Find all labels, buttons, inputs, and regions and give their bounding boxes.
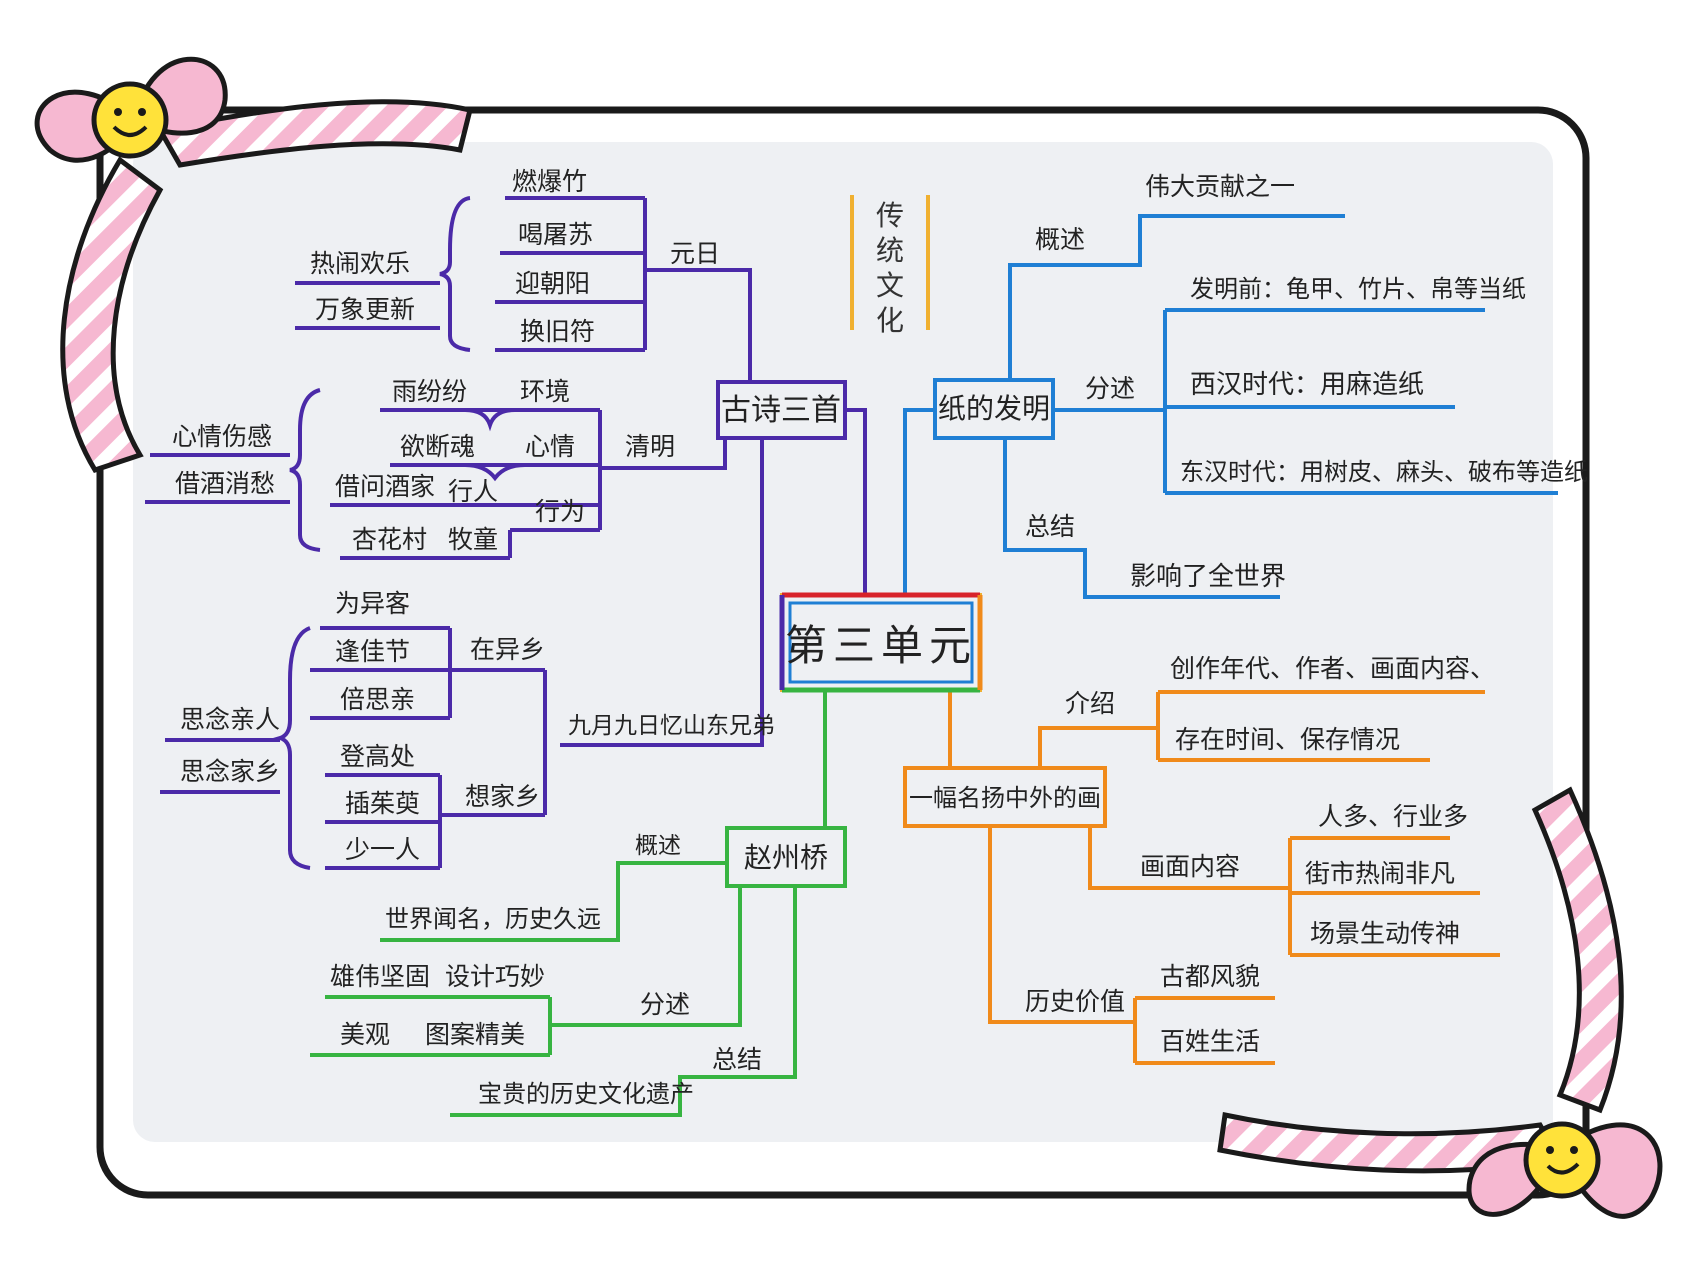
bridge-detail-item: 图案精美	[425, 1020, 525, 1049]
yuanri-feeling: 热闹欢乐	[310, 249, 410, 278]
painting-content-item: 人多、行业多	[1318, 802, 1468, 831]
paper-overview-text: 伟大贡献之一	[1145, 172, 1295, 201]
jiuyue-label: 九月九日忆山东兄弟	[568, 713, 775, 739]
bridge-detail-label: 分述	[640, 990, 690, 1019]
yuanri-item: 喝屠苏	[518, 220, 593, 249]
qingming-item: 雨纷纷	[392, 377, 467, 406]
paper-summary-label: 总结	[1025, 512, 1075, 541]
jiuyue-item: 为异客	[335, 589, 410, 618]
jiuyue-sub: 在异乡	[470, 635, 545, 664]
paper-label: 纸的发明	[938, 392, 1050, 425]
yuanri-feeling: 万象更新	[315, 295, 415, 324]
side-title-char: 传	[876, 199, 904, 232]
painting-intro-item: 存在时间、保存情况	[1175, 725, 1400, 754]
side-title-char: 化	[876, 304, 904, 337]
paper-summary-text: 影响了全世界	[1130, 562, 1286, 592]
painting-texts: 一幅名扬中外的画 介绍 创作年代、作者、画面内容、 存在时间、保存情况 画面内容…	[909, 654, 1495, 1056]
painting-intro-item: 创作年代、作者、画面内容、	[1170, 654, 1495, 683]
qingming-sub: 环境	[520, 377, 570, 406]
bridge-overview-label: 概述	[635, 833, 681, 859]
paper-detail-item: 东汉时代：用树皮、麻头、破布等造纸	[1180, 458, 1588, 486]
jiuyue-feeling: 思念家乡	[180, 757, 280, 786]
smiley-icon	[91, 81, 169, 159]
qingming-item: 借问酒家	[335, 472, 435, 501]
side-title-char: 统	[876, 234, 904, 267]
jiuyue-feeling: 思念亲人	[180, 705, 280, 734]
jiuyue-sub: 想家乡	[465, 782, 540, 811]
poems-label: 古诗三首	[721, 393, 841, 428]
side-title: 传 统 文 化	[850, 195, 930, 337]
qingming-label: 清明	[625, 432, 675, 461]
branch-poems	[145, 196, 867, 870]
jiuyue-item: 少一人	[345, 835, 420, 864]
bridge-summary-text: 宝贵的历史文化遗产	[478, 1080, 694, 1108]
qingming-item: 欲断魂	[400, 432, 475, 461]
paper-detail-item: 西汉时代：用麻造纸	[1190, 370, 1424, 400]
painting-value-item: 古都风貌	[1160, 962, 1260, 991]
painting-value-item: 百姓生活	[1160, 1027, 1260, 1056]
jiuyue-item: 登高处	[340, 742, 415, 771]
top-left-bow	[34, 56, 474, 474]
branch-paper	[903, 214, 1558, 599]
painting-content-label: 画面内容	[1140, 852, 1240, 881]
painting-label: 一幅名扬中外的画	[909, 784, 1101, 812]
bridge-overview-text: 世界闻名，历史久远	[385, 905, 601, 933]
jiuyue-item: 插茱萸	[345, 789, 420, 818]
painting-value-label: 历史价值	[1025, 987, 1125, 1016]
bottom-right-bow	[1217, 786, 1663, 1219]
paper-detail-item: 发明前：龟甲、竹片、帛等当纸	[1190, 275, 1526, 303]
bridge-detail-item: 美观	[340, 1020, 390, 1049]
qingming-item: 牧童	[448, 525, 498, 554]
bridge-label: 赵州桥	[744, 841, 828, 874]
paper-overview-label: 概述	[1035, 225, 1085, 254]
paper-sheet	[133, 142, 1553, 1142]
bridge-summary-label: 总结	[712, 1045, 762, 1074]
yuanri-label: 元日	[670, 239, 720, 268]
yuanri-item: 迎朝阳	[515, 269, 590, 298]
qingming-feeling: 借酒消愁	[175, 469, 275, 498]
painting-content-item: 场景生动传神	[1310, 919, 1460, 948]
qingming-sub: 心情	[525, 432, 575, 461]
poems-texts: 古诗三首 元日 燃爆竹 喝屠苏 迎朝阳 换旧符 热闹欢乐 万象更新 清明 环境 …	[172, 167, 841, 864]
branch-painting	[903, 690, 1500, 1065]
side-title-char: 文	[876, 269, 904, 302]
jiuyue-item: 逢佳节	[335, 637, 410, 666]
qingming-sub: 行为	[535, 497, 585, 526]
painting-content-item: 街市热闹非凡	[1305, 859, 1455, 888]
center-title: 第三单元	[785, 621, 977, 670]
painting-intro-label: 介绍	[1065, 689, 1115, 718]
center-node	[779, 592, 983, 693]
paper-texts: 纸的发明 概述 伟大贡献之一 分述 发明前：龟甲、竹片、帛等当纸 西汉时代：用麻…	[938, 172, 1588, 592]
qingming-feeling: 心情伤感	[172, 422, 272, 451]
bridge-detail-item: 雄伟坚固	[330, 962, 430, 991]
bridge-detail-item: 设计巧妙	[445, 962, 545, 991]
smiley-icon	[1523, 1121, 1601, 1199]
qingming-item: 行人	[448, 477, 498, 506]
bridge-texts: 赵州桥 概述 世界闻名，历史久远 分述 雄伟坚固 设计巧妙 美观 图案精美 总结…	[330, 833, 828, 1108]
jiuyue-item: 倍思亲	[340, 685, 415, 714]
yuanri-item: 燃爆竹	[512, 167, 587, 196]
qingming-item: 杏花村	[352, 525, 427, 554]
paper-detail-label: 分述	[1085, 374, 1135, 403]
branch-bridge	[310, 690, 847, 1117]
yuanri-item: 换旧符	[520, 317, 595, 346]
